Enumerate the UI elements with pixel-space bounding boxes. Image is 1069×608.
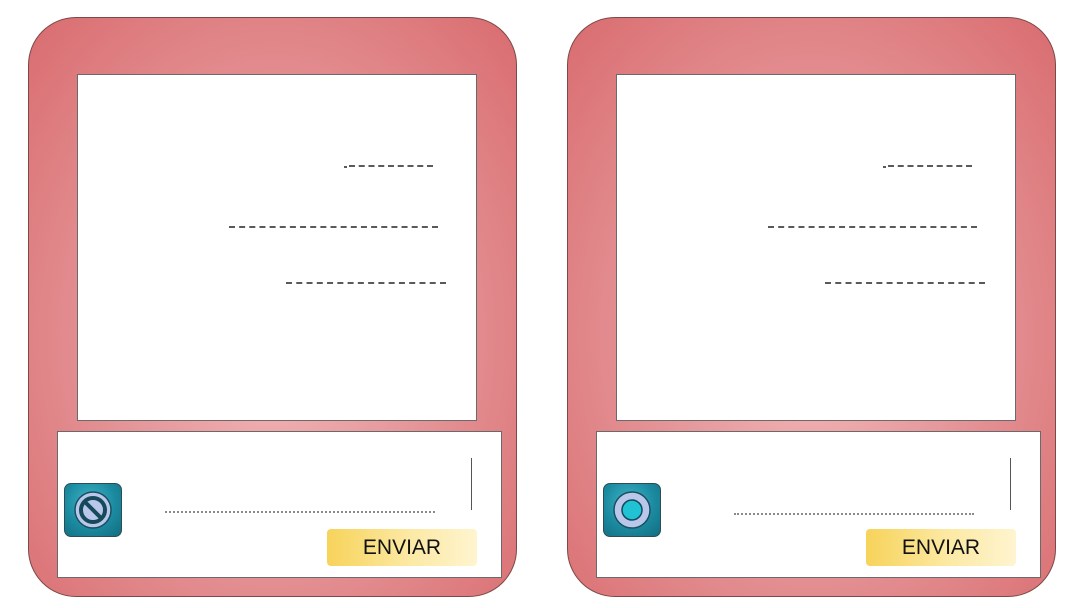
placeholder-line-1 [888,165,972,167]
text-cursor [471,458,472,510]
text-cursor [1010,458,1011,510]
placeholder-line-3 [286,282,446,284]
placeholder-line-2 [768,226,977,228]
placeholder-line-1 [349,165,433,167]
input-panel: ENVIAR [596,431,1041,578]
placeholder-dot [883,166,886,168]
text-input-field[interactable] [734,513,974,515]
text-input-field[interactable] [165,511,435,513]
device-card-left: ENVIAR [28,17,517,597]
placeholder-line-2 [229,226,438,228]
blocked-circle-icon[interactable] [64,483,122,537]
device-card-right: ENVIAR [567,17,1056,597]
display-screen [616,74,1016,421]
send-button[interactable]: ENVIAR [327,529,477,566]
display-screen [77,74,477,421]
placeholder-dot [344,166,347,168]
radio-circle-icon[interactable] [603,483,661,537]
placeholder-line-3 [825,282,985,284]
send-button[interactable]: ENVIAR [866,529,1016,566]
input-panel: ENVIAR [57,431,502,578]
